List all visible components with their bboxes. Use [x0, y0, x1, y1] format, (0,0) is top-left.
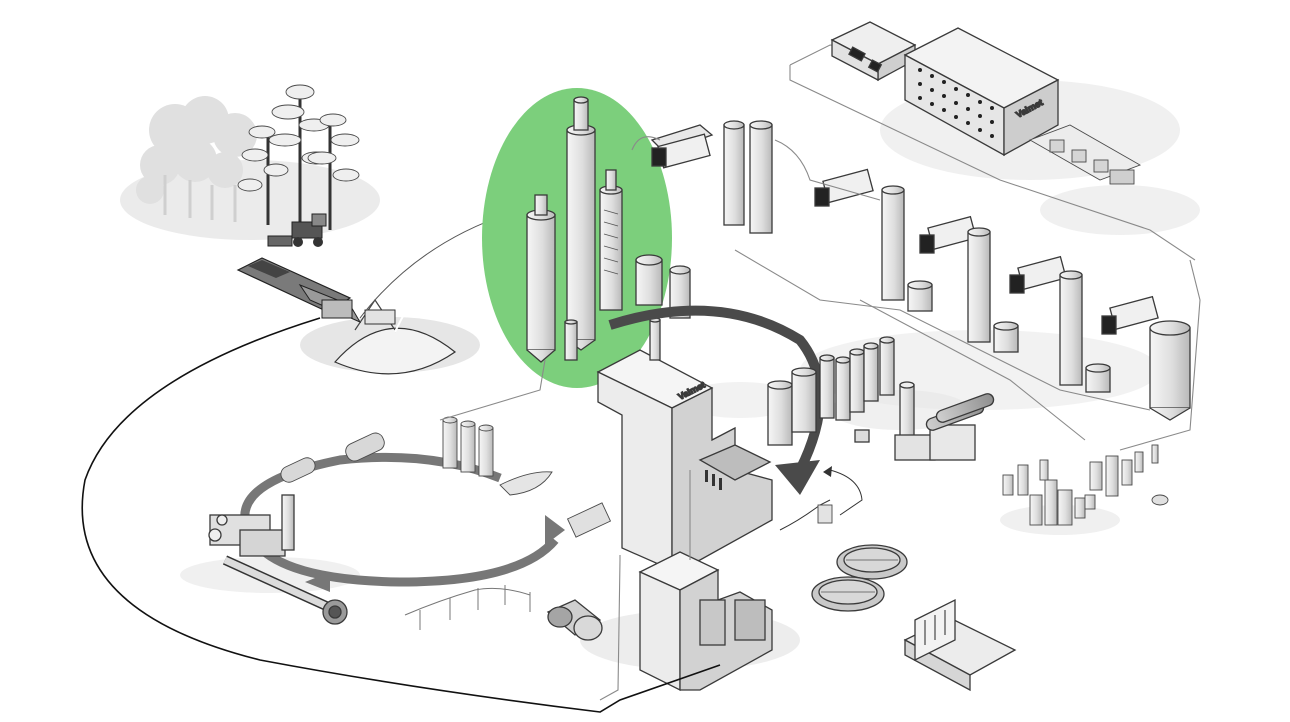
fiberline-washers — [631, 120, 1201, 451]
storage-tower-large — [1149, 320, 1191, 421]
wood-handling-conveyor — [236, 257, 362, 324]
generator — [546, 599, 603, 641]
pine-tree-3 — [237, 125, 289, 225]
forest-harvester — [267, 213, 327, 247]
drying-line-left — [830, 21, 917, 82]
tower-pair-1 — [723, 120, 773, 234]
wood-supply-line — [81, 317, 721, 713]
small-tank-cluster-2 — [1084, 444, 1169, 510]
evaporation-tanks — [767, 336, 895, 446]
causticizing-tanks — [442, 416, 494, 477]
condensate-return — [779, 466, 863, 531]
slaker-units — [280, 432, 612, 538]
flow-arrow-digester-to-boiler — [608, 305, 825, 495]
finishing-line — [1028, 124, 1142, 185]
impregnation-vessel — [599, 169, 623, 311]
power-boiler — [638, 551, 773, 692]
chemical-recovery-loop — [240, 416, 612, 592]
digester-tower-left — [526, 194, 556, 363]
tower-group-4 — [1059, 270, 1111, 393]
building-windows — [918, 68, 994, 138]
lime-mud-filter — [499, 471, 553, 496]
washer-5 — [1101, 295, 1159, 335]
turbine-building: Valmet — [903, 27, 1060, 157]
pine-tree-2 — [307, 113, 360, 230]
washer-2 — [814, 168, 874, 207]
small-tank-cluster-1 — [1002, 459, 1086, 526]
digester-section-highlight — [482, 88, 691, 388]
small-vessel — [564, 319, 578, 361]
washer-3 — [919, 215, 977, 254]
forest — [136, 84, 360, 247]
tower-group-3 — [967, 227, 1019, 353]
power-line — [404, 585, 531, 630]
digester-tower-main — [566, 96, 596, 351]
washer-1 — [650, 124, 714, 169]
water-treatment-basins — [811, 544, 908, 612]
lime-kiln — [208, 494, 348, 625]
tower-group-2 — [881, 185, 933, 312]
unloading-dock — [903, 598, 1017, 692]
recovery-boiler: Valmet — [596, 317, 773, 571]
washer-4 — [1009, 255, 1067, 294]
chip-bin — [635, 254, 663, 306]
white-liquor-plant — [854, 381, 995, 461]
pulp-drying-machine: Valmet — [789, 21, 1196, 261]
